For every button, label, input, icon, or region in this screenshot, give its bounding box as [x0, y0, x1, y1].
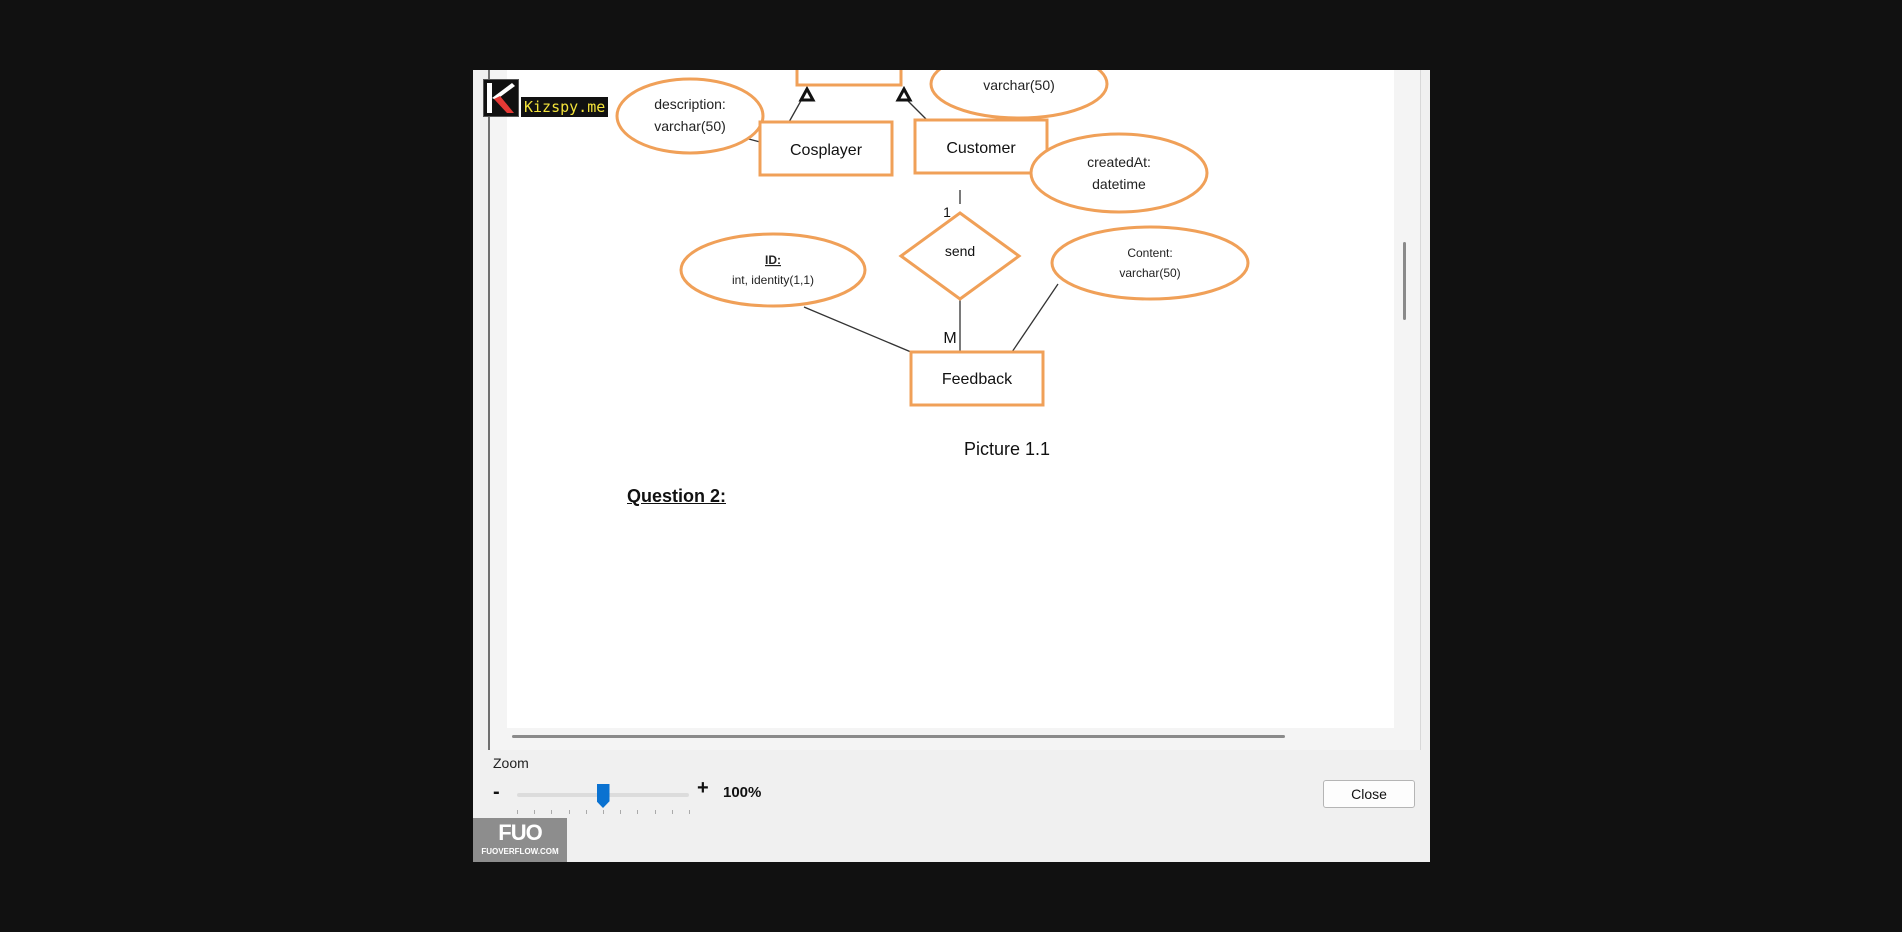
- slider-tick: [603, 810, 604, 814]
- slider-tick: [551, 810, 553, 814]
- slider-tick: [568, 810, 570, 814]
- entity-customer: [913, 118, 1049, 175]
- zoom-slider-thumb[interactable]: [596, 784, 610, 808]
- slider-tick: [585, 810, 587, 814]
- kizspy-watermark: Kizspy.me: [483, 79, 613, 117]
- attribute-createdat: [1029, 132, 1209, 214]
- slider-tick: [689, 810, 690, 814]
- attribute-text: description:: [654, 96, 726, 112]
- attribute-content: [1050, 225, 1250, 301]
- slider-tick: [517, 810, 518, 814]
- zoom-label: Zoom: [493, 755, 529, 771]
- kizspy-logo-icon: [483, 79, 519, 117]
- entity-label: Cosplayer: [790, 142, 863, 159]
- zoom-value: 100%: [723, 784, 762, 801]
- isa-triangle: [895, 85, 913, 102]
- entity-label: Customer: [946, 140, 1016, 157]
- entity-feedback: [909, 350, 1045, 407]
- image-viewport[interactable]: varchar(50) description: varchar(50) Cos…: [488, 70, 1421, 750]
- entity-cosplayer: [758, 120, 894, 177]
- attribute-id: [679, 232, 867, 308]
- connector-line: [1011, 283, 1059, 353]
- isa-triangle: [798, 85, 816, 102]
- attribute-text: createdAt:: [1087, 154, 1151, 170]
- attribute-text: varchar(50): [654, 118, 726, 134]
- connector-line: [906, 99, 930, 123]
- er-diagram: varchar(50) description: varchar(50) Cos…: [615, 70, 1250, 407]
- connector-line: [803, 306, 912, 353]
- slider-tick: [654, 810, 656, 814]
- slider-tick: [637, 810, 639, 814]
- relationship-send: [898, 211, 1022, 301]
- attribute-text: varchar(50): [983, 77, 1055, 93]
- fuoverflow-badge: FUO FUOVERFLOW.COM: [473, 818, 567, 862]
- fuo-site-text: FUOVERFLOW.COM: [481, 847, 559, 856]
- fuo-logo: FUO: [498, 820, 542, 845]
- attribute-text: int, identity(1,1): [732, 273, 814, 287]
- zoom-in-button[interactable]: +: [697, 777, 709, 799]
- attribute-partial: [929, 70, 1109, 120]
- attribute-text: ID:: [765, 253, 781, 267]
- zoom-slider-ticks: [517, 810, 690, 816]
- attribute-text: datetime: [1092, 176, 1146, 192]
- figure-caption: Picture 1.1: [964, 439, 1051, 459]
- question-heading: Question 2:: [627, 486, 727, 506]
- slider-tick: [671, 810, 673, 814]
- attribute-text: varchar(50): [1119, 266, 1180, 280]
- entity-label: Feedback: [942, 371, 1013, 388]
- attribute-description: [615, 77, 765, 155]
- cardinality-label: M: [943, 330, 956, 347]
- horizontal-scrollbar-thumb[interactable]: [512, 735, 1285, 738]
- slider-tick: [534, 810, 536, 814]
- document-page: varchar(50) description: varchar(50) Cos…: [507, 70, 1394, 728]
- zoom-out-button[interactable]: -: [493, 781, 500, 803]
- entity-partial: [795, 70, 903, 87]
- slider-tick: [620, 810, 622, 814]
- watermark-text: Kizspy.me: [521, 97, 609, 117]
- close-button[interactable]: Close: [1323, 780, 1415, 808]
- cardinality-label: 1: [943, 204, 951, 220]
- image-viewer-dialog: varchar(50) description: varchar(50) Cos…: [473, 70, 1430, 862]
- vertical-scrollbar-thumb[interactable]: [1403, 242, 1406, 320]
- relationship-label: send: [945, 243, 975, 259]
- attribute-text: Content:: [1127, 246, 1172, 260]
